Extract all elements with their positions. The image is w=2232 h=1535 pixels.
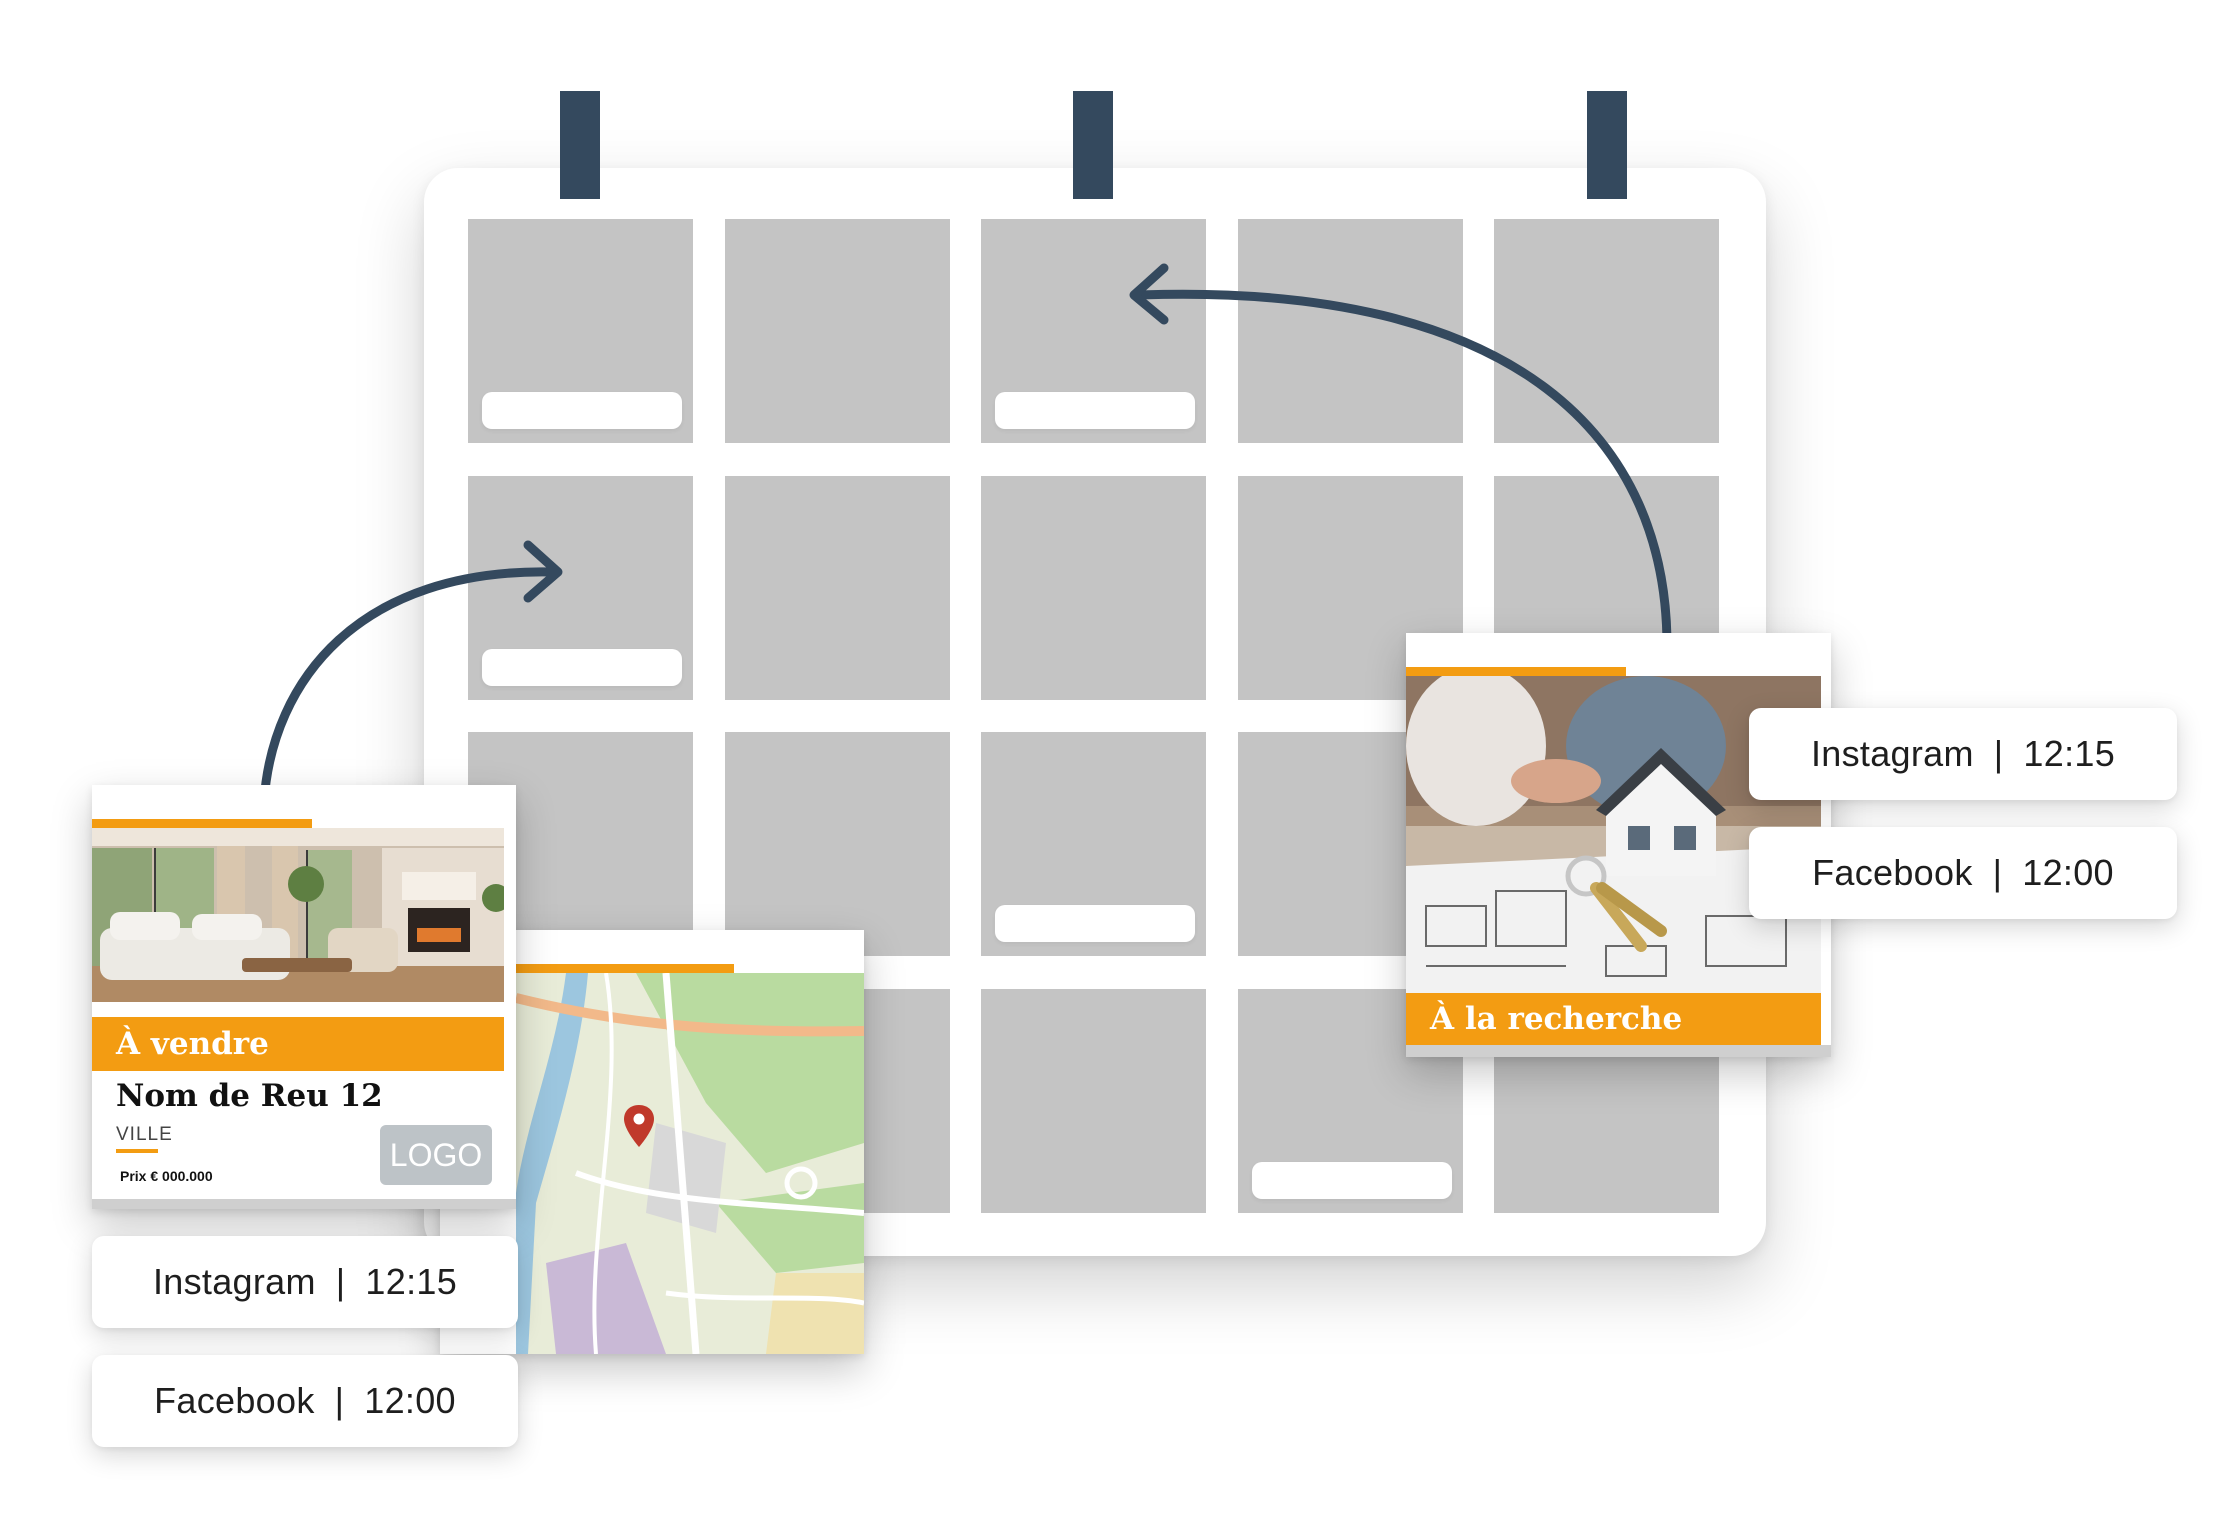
scheduled-post-bar[interactable] — [995, 905, 1195, 942]
scheduled-post-bar[interactable] — [482, 649, 682, 686]
accent-line — [92, 819, 312, 828]
arrow-right-head — [1129, 263, 1169, 325]
separator: | — [1993, 733, 2004, 774]
calendar-day-cell[interactable] — [1238, 989, 1463, 1213]
arrow-left-head — [523, 540, 563, 603]
scheduled-post-bar[interactable] — [482, 392, 682, 429]
living-room-photo — [92, 828, 504, 1002]
listing-city: VILLE — [116, 1124, 173, 1145]
calendar-day-cell[interactable] — [981, 476, 1206, 700]
status-banner: À la recherche — [1406, 993, 1821, 1045]
listing-price: Prix € 000.000 — [120, 1168, 213, 1184]
post-time: 12:00 — [2022, 852, 2114, 893]
calendar-day-cell[interactable] — [468, 219, 693, 443]
scheduled-post-bar[interactable] — [1252, 1162, 1452, 1199]
accent-line — [1406, 667, 1626, 676]
post-time: 12:15 — [2023, 733, 2116, 774]
arrow-right-curve — [1135, 289, 1672, 653]
post-time: 12:15 — [365, 1261, 458, 1302]
listing-street: Nom de Reu 12 — [116, 1078, 383, 1114]
schedule-pill-facebook[interactable]: Facebook | 12:00 — [1749, 827, 2177, 919]
card-bottom-bar — [92, 1199, 516, 1209]
calendar-day-cell[interactable] — [725, 732, 950, 956]
scheduled-post-bar[interactable] — [995, 392, 1195, 429]
sale-post-card[interactable]: À vendre Nom de Reu 12 VILLE Prix € 000.… — [92, 785, 516, 1209]
platform-name: Instagram — [152, 1261, 316, 1302]
calendar-day-cell[interactable] — [981, 732, 1206, 956]
calendar-day-cell[interactable] — [981, 989, 1206, 1213]
calendar-day-cell[interactable] — [1494, 219, 1719, 443]
schedule-pill-facebook[interactable]: Facebook | 12:00 — [92, 1355, 518, 1447]
schedule-pill-instagram[interactable]: Instagram | 12:15 — [92, 1236, 518, 1328]
platform-name: Facebook — [154, 1380, 315, 1421]
schedule-pill-instagram[interactable]: Instagram | 12:15 — [1749, 708, 2177, 800]
calendar-day-cell[interactable] — [981, 219, 1206, 443]
separator: | — [1992, 852, 2003, 893]
separator: | — [335, 1261, 346, 1302]
city-underline — [116, 1149, 158, 1153]
map-image — [516, 973, 864, 1354]
accent-line — [516, 964, 734, 973]
calendar-day-cell[interactable] — [468, 476, 693, 700]
status-banner: À vendre — [92, 1017, 504, 1071]
card-bottom-bar — [1406, 1045, 1831, 1057]
calendar-ring — [560, 91, 600, 199]
map-pin-icon — [624, 1105, 654, 1147]
platform-name: Facebook — [1812, 852, 1973, 893]
calendar-ring — [1073, 91, 1113, 199]
separator: | — [334, 1380, 345, 1421]
calendar-day-cell[interactable] — [725, 476, 950, 700]
platform-name: Instagram — [1810, 733, 1974, 774]
calendar-ring — [1587, 91, 1627, 199]
post-time: 12:00 — [364, 1380, 456, 1421]
logo-placeholder: LOGO — [380, 1125, 492, 1185]
calendar-day-cell[interactable] — [725, 219, 950, 443]
arrow-left-curve — [259, 567, 557, 807]
